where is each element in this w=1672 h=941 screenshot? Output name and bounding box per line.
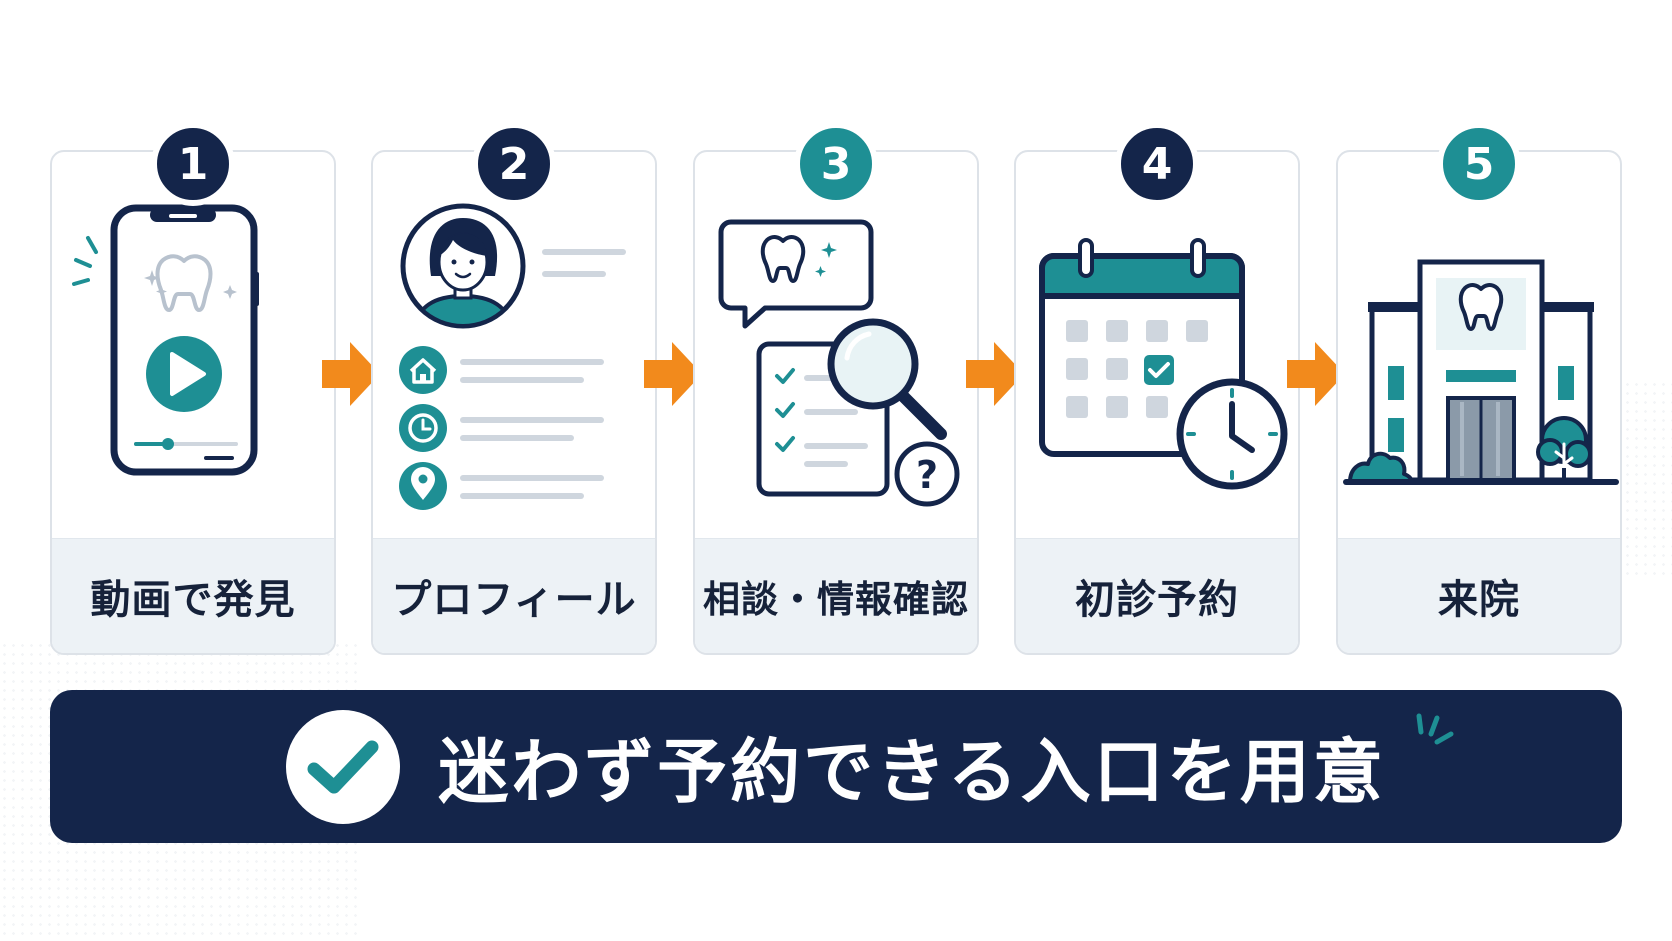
step-label-area: プロフィール	[373, 538, 655, 653]
step-label-area: 相談・情報確認	[695, 538, 977, 653]
step-label: 動画で発見	[90, 577, 296, 623]
step-number-badge: 4	[1115, 122, 1199, 206]
smartphone-video-icon	[72, 204, 259, 476]
profile-icon	[399, 203, 626, 510]
step-icon-area	[1338, 152, 1620, 540]
step-label-area: 来院	[1338, 538, 1620, 653]
arrow-right-icon	[1287, 342, 1345, 406]
sparkle-icon	[1416, 713, 1454, 745]
step-label-area: 初診予約	[1016, 538, 1298, 653]
step-icon-area: ?	[695, 152, 977, 540]
step-card-2: プロフィール 2	[371, 122, 657, 655]
step-number-badge: 2	[472, 122, 556, 206]
svg-text:?: ?	[916, 453, 938, 497]
arrow-right-icon	[966, 342, 1024, 406]
banner-text: 迷わず予約できる入口を用意	[438, 731, 1386, 813]
clinic-building-icon	[1343, 259, 1619, 485]
arrow-right-icon	[644, 342, 702, 406]
step-icon-area	[373, 152, 655, 540]
step-label: 相談・情報確認	[703, 578, 969, 621]
arrow-right-icon	[322, 342, 380, 406]
step-label-area: 動画で発見	[52, 538, 334, 653]
step-card-3: ? 相談・情報確認 3	[693, 122, 979, 655]
step-number-badge: 5	[1437, 122, 1521, 206]
step-number-badge: 1	[151, 122, 235, 206]
calendar-clock-icon	[1039, 238, 1288, 490]
consultation-icon: ?	[718, 219, 960, 507]
step-label: 初診予約	[1075, 577, 1239, 623]
summary-banner: 迷わず予約できる入口を用意	[50, 690, 1622, 843]
step-number-badge: 3	[794, 122, 878, 206]
step-icon-area	[1016, 152, 1298, 540]
step-card-4: 初診予約 4	[1014, 122, 1300, 655]
step-card-5: 来院 5	[1336, 122, 1622, 655]
step-label: プロフィール	[391, 577, 637, 623]
step-card-1: 動画で発見 1	[50, 122, 336, 655]
check-circle-icon	[286, 709, 401, 824]
step-label: 来院	[1438, 577, 1520, 623]
step-icon-area	[52, 152, 334, 540]
